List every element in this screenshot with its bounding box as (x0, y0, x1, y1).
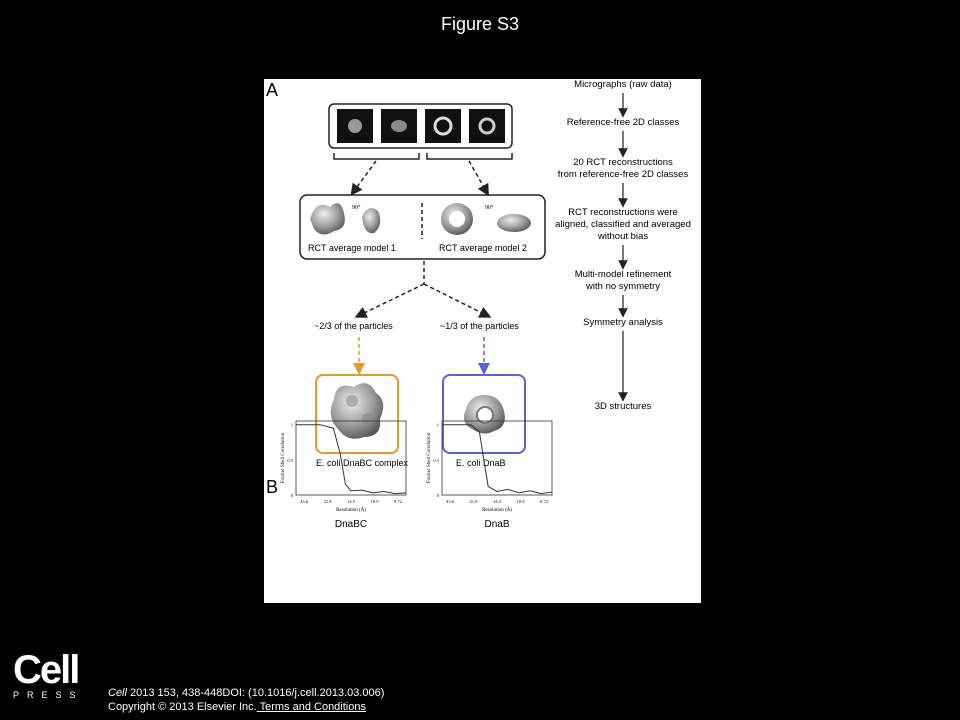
rotation-label: 90° (485, 204, 494, 211)
workflow-step-text: Reference-free 2D classes (567, 117, 680, 128)
x-axis-label: Resolution (Å) (482, 507, 512, 513)
copyright-text: Copyright © 2013 Elsevier Inc. (108, 701, 257, 713)
dnabc-structure-image (330, 383, 384, 439)
structure-1-label: E. coli DnaBC complex (316, 458, 409, 468)
x-tick-label: 21.8 (470, 499, 479, 504)
panel-b-label: B (266, 477, 278, 497)
figure-svg: A 90° 90° RCT a (266, 79, 691, 530)
workflow-step-text: RCT reconstructions were (568, 207, 678, 218)
model-1-label: RCT average model 1 (308, 243, 396, 253)
x-tick-label: 10.9 (371, 499, 380, 504)
structure-2-label: E. coli DnaB (456, 458, 506, 468)
figure-image: A 90° 90° RCT a (264, 79, 701, 603)
x-tick-label: 43.6 (446, 499, 455, 504)
workflow-step-text: 20 RCT reconstructions (573, 157, 673, 168)
class-images-box (328, 103, 513, 149)
page-title: Figure S3 (440, 14, 520, 34)
dnab-structure-box (442, 374, 526, 454)
cell-press-logo: Cell PRESS (13, 648, 84, 700)
y-tick-label: 1 (437, 423, 439, 428)
dnab-structure-image (464, 395, 505, 434)
y-axis-label: Fourier Shell Correlation (281, 432, 286, 483)
x-axis-label: Resolution (Å) (336, 507, 366, 513)
x-tick-label: 8.72 (540, 499, 548, 504)
x-tick-label: 43.6 (300, 499, 309, 504)
fsc-curve (296, 424, 407, 495)
logo-press-text: PRESS (13, 690, 84, 700)
y-axis-label: Fourier Shell Correlation (427, 432, 432, 483)
x-tick-label: 10.9 (517, 499, 526, 504)
terms-link[interactable]: Terms and Conditions (256, 701, 366, 713)
class-images (337, 109, 505, 143)
fsc-curve (442, 424, 553, 495)
x-tick-label: 8.72 (394, 499, 402, 504)
rct-model-1-image (310, 203, 381, 235)
class-image (469, 109, 505, 143)
footer: Cell 2013 153, 438-448DOI: (10.1016/j.ce… (108, 686, 384, 714)
workflow-step-text: Symmetry analysis (583, 317, 663, 328)
x-tick-label: 14.5 (493, 499, 502, 504)
model-2-label: RCT average model 2 (439, 243, 527, 253)
dnabc-structure-box (315, 374, 399, 454)
y-tick-label: 0 (291, 493, 294, 498)
journal-name: Cell (108, 687, 127, 699)
plot-name: DnaB (484, 519, 509, 530)
copyright-line: Copyright © 2013 Elsevier Inc. Terms and… (108, 700, 384, 714)
workflow-step-text: Micrographs (raw data) (574, 79, 672, 90)
citation-text: 2013 153, 438-448DOI: (10.1016/j.cell.20… (126, 687, 385, 699)
workflow-step-text: aligned, classified and averaged (555, 219, 691, 230)
workflow-step-text: with no symmetry (585, 281, 660, 292)
y-tick-label: 0 (437, 493, 440, 498)
x-tick-label: 21.8 (324, 499, 333, 504)
plot-frame (441, 420, 553, 496)
class-image (425, 109, 461, 143)
citation: Cell 2013 153, 438-448DOI: (10.1016/j.ce… (108, 686, 384, 700)
y-tick-label: 1 (291, 423, 293, 428)
workflow-step-text: 3D structures (595, 401, 652, 412)
panel-a-label: A (266, 80, 278, 100)
y-tick-label: 0.5 (433, 458, 439, 463)
workflow-step-text: without bias (597, 231, 648, 242)
fraction-2-label: ~1/3 of the particles (440, 321, 519, 331)
workflow-step-text: from reference-free 2D classes (558, 169, 689, 180)
logo-cell-text: Cell (13, 648, 80, 692)
y-tick-label: 0.5 (287, 458, 293, 463)
plot-name: DnaBC (335, 519, 367, 530)
rotation-label: 90° (352, 204, 361, 211)
rct-models-box (299, 194, 546, 260)
rct-model-2-image (441, 203, 531, 235)
plot-frame (295, 420, 407, 496)
fraction-1-label: ~2/3 of the particles (314, 321, 393, 331)
x-tick-label: 14.5 (347, 499, 356, 504)
workflow-column: Micrographs (raw data) Reference-free 2D … (555, 79, 691, 412)
workflow-step-text: Multi-model refinement (575, 269, 672, 280)
